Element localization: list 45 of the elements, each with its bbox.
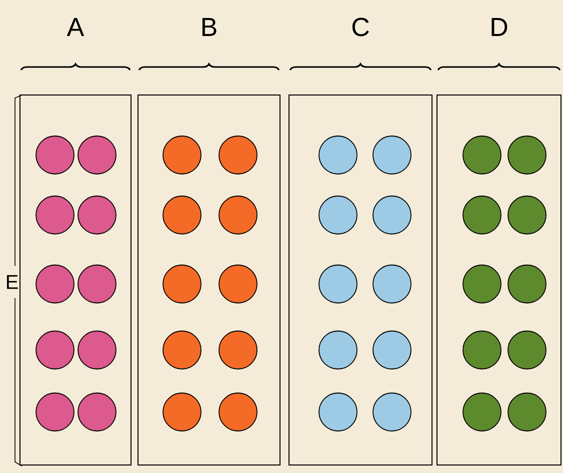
dot: [218, 136, 258, 174]
dot: [218, 264, 258, 304]
dot: [78, 136, 116, 174]
dot: [36, 196, 74, 234]
dot: [462, 392, 502, 432]
dot: [372, 330, 412, 370]
dot: [508, 392, 546, 432]
dot: [462, 196, 502, 234]
box-heading: C: [352, 18, 369, 36]
side-label: E: [6, 275, 18, 289]
dot: [162, 196, 202, 234]
dot: [318, 330, 358, 370]
dot: [318, 196, 358, 234]
dot: [508, 196, 546, 234]
dot: [78, 330, 116, 370]
dot: [318, 264, 358, 304]
dot: [372, 196, 412, 234]
dot: [36, 392, 74, 432]
dot: [372, 264, 412, 304]
box-heading: A: [66, 18, 84, 36]
dot: [218, 330, 258, 370]
dot: [162, 136, 202, 174]
dot: [36, 264, 74, 304]
dot: [162, 330, 202, 370]
dot: [462, 264, 502, 304]
dot: [318, 136, 358, 174]
dot: [218, 196, 258, 234]
dot: [462, 136, 502, 174]
dot: [78, 392, 116, 432]
dot: [218, 392, 258, 432]
box-heading: D: [492, 18, 508, 36]
dot: [162, 392, 202, 432]
dot: [78, 264, 116, 304]
dot: [508, 330, 546, 370]
dot: [78, 196, 116, 234]
dot: [162, 264, 202, 304]
dot: [36, 330, 74, 370]
dot: [508, 136, 546, 174]
dot: [372, 136, 412, 174]
dot: [318, 392, 358, 432]
dot: [508, 264, 546, 304]
dot: [372, 392, 412, 432]
dot: [36, 136, 74, 174]
dot: [462, 330, 502, 370]
box-heading: B: [202, 18, 216, 36]
